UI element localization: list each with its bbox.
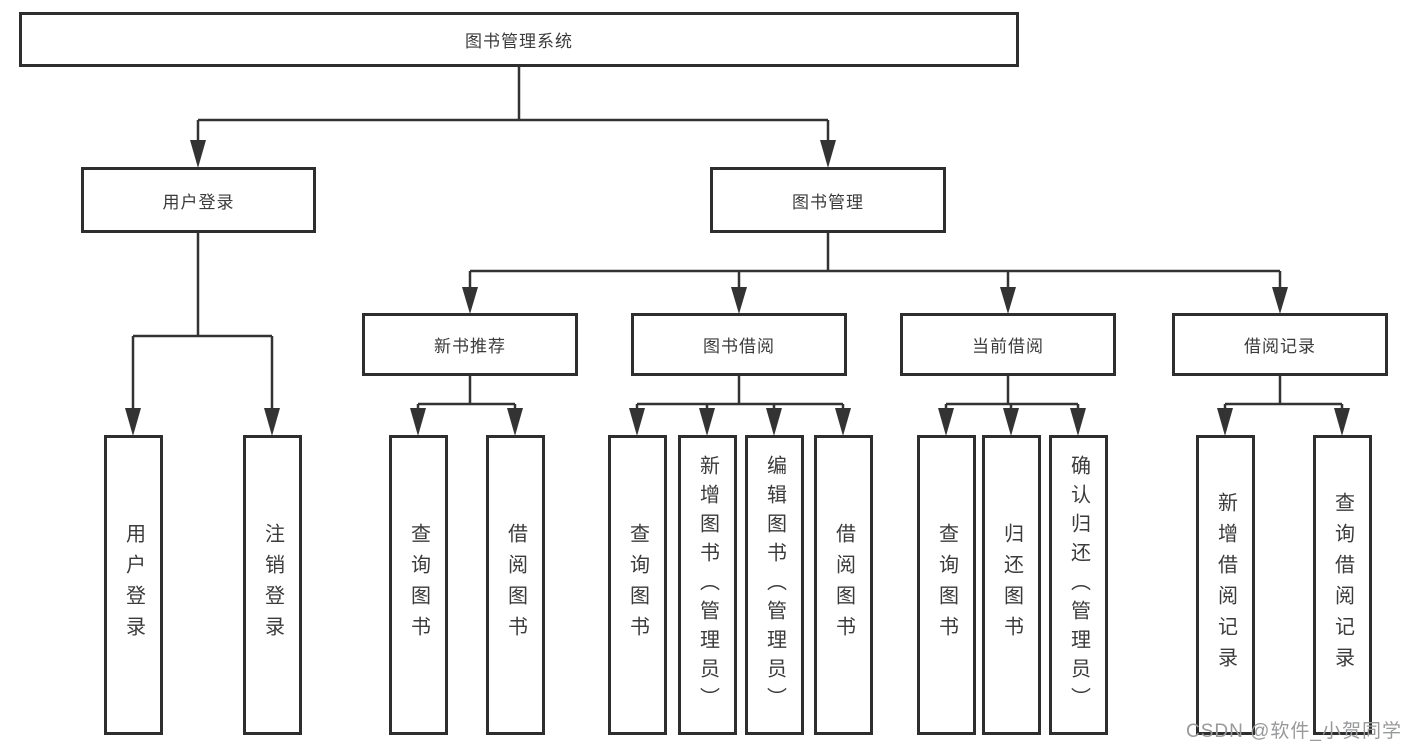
leaf-borrow-book: 借阅图书 [814, 435, 873, 735]
leaf-borrow-query: 查询图书 [608, 435, 667, 735]
node-current-borrow-label: 当前借阅 [972, 337, 1044, 356]
leaf-records-query: 查询借阅记录 [1313, 435, 1372, 735]
node-root-label: 图书管理系统 [465, 32, 573, 51]
leaf-newbooks-query: 查询图书 [389, 435, 448, 735]
leaf-borrow-add: 新增图书（管理员） [678, 435, 737, 735]
leaf-borrow-query-label: 查询图书 [626, 523, 649, 647]
node-borrow-records-label: 借阅记录 [1244, 337, 1316, 356]
node-root: 图书管理系统 [19, 12, 1019, 67]
leaf-borrow-edit: 编辑图书（管理员） [745, 435, 804, 735]
node-book-borrow: 图书借阅 [631, 313, 847, 376]
leaf-logout: 注销登录 [243, 435, 302, 735]
leaf-borrow-book-label: 借阅图书 [832, 523, 855, 647]
leaf-current-return-label: 归还图书 [1000, 523, 1023, 647]
node-book-mgmt: 图书管理 [710, 167, 946, 233]
node-book-mgmt-label: 图书管理 [792, 192, 864, 212]
node-user-login: 用户登录 [81, 167, 316, 233]
node-current-borrow: 当前借阅 [900, 313, 1116, 376]
leaf-borrow-edit-label: 编辑图书（管理员） [763, 454, 786, 716]
leaf-records-add-label: 新增借阅记录 [1214, 492, 1237, 678]
leaf-newbooks-borrow: 借阅图书 [486, 435, 545, 735]
leaf-user-login: 用户登录 [104, 435, 163, 735]
leaf-current-confirm-label: 确认归还（管理员） [1067, 454, 1090, 716]
leaf-newbooks-query-label: 查询图书 [407, 523, 430, 647]
leaf-current-query-label: 查询图书 [935, 523, 958, 647]
csdn-watermark: CSDN @软件_小贺同学 [1186, 721, 1402, 742]
node-new-books: 新书推荐 [362, 313, 578, 376]
node-new-books-label: 新书推荐 [434, 337, 506, 356]
leaf-current-confirm: 确认归还（管理员） [1049, 435, 1108, 735]
node-borrow-records: 借阅记录 [1172, 313, 1388, 376]
leaf-borrow-add-label: 新增图书（管理员） [696, 454, 719, 716]
leaf-logout-label: 注销登录 [261, 523, 284, 647]
leaf-current-query: 查询图书 [917, 435, 976, 735]
node-user-login-label: 用户登录 [162, 192, 235, 212]
node-book-borrow-label: 图书借阅 [703, 337, 775, 356]
leaf-records-query-label: 查询借阅记录 [1331, 492, 1354, 678]
leaf-current-return: 归还图书 [982, 435, 1041, 735]
leaf-records-add: 新增借阅记录 [1196, 435, 1255, 735]
leaf-user-login-label: 用户登录 [122, 523, 145, 647]
leaf-newbooks-borrow-label: 借阅图书 [504, 523, 527, 647]
